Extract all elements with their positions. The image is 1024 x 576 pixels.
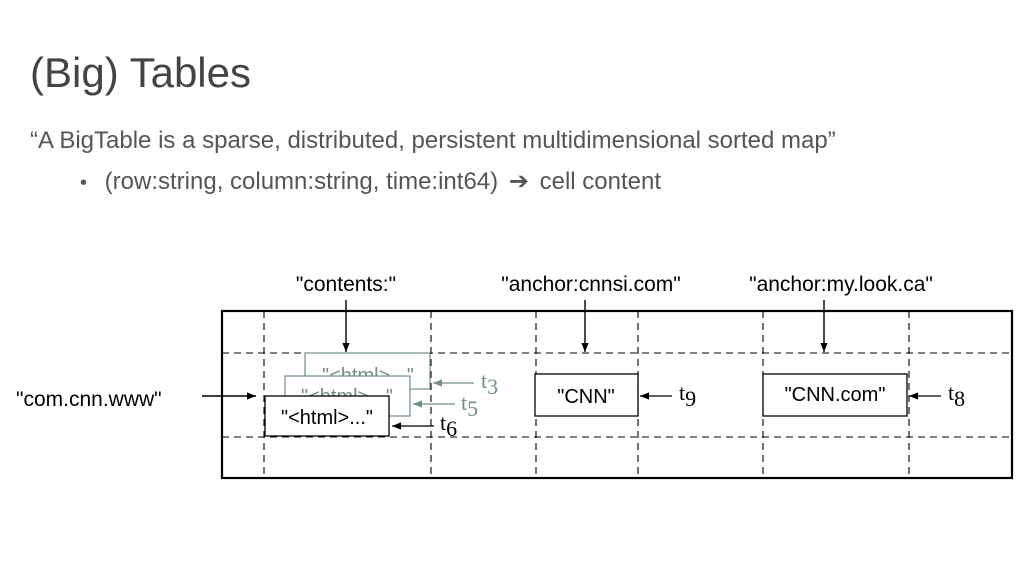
timestamp-t6: t6 (440, 410, 457, 441)
cell-version-t6 (264, 395, 390, 437)
table-frame (220, 309, 1014, 480)
timestamp-t9: t9 (679, 380, 696, 411)
cell-anchor-mylook (762, 373, 908, 417)
table-grid (222, 311, 1012, 478)
column-label-contents: "contents:" (296, 273, 396, 296)
bullet-item: • (row:string, column:string, time:int64… (80, 166, 661, 199)
row-key-label: "com.cnn.www" (16, 388, 162, 411)
timestamp-t5: t5 (461, 390, 478, 421)
cell-value-cnn-com: "CNN.com" (785, 384, 886, 406)
cell-anchor-cnnsi (534, 373, 639, 417)
timestamp-t8: t8 (948, 380, 965, 411)
bullet-marker: • (80, 172, 88, 194)
definition-quote: “A BigTable is a sparse, distributed, pe… (30, 127, 836, 154)
bullet-signature: (row:string, column:string, time:int64) (104, 168, 499, 195)
cell-value-cnn: "CNN" (557, 386, 615, 408)
cell-value-t6: "<html>..." (281, 407, 373, 429)
slide-title: (Big) Tables (30, 49, 251, 96)
bullet-result: cell content (539, 168, 661, 195)
column-label-anchor-mylook: "anchor:my.look.ca" (749, 273, 933, 296)
column-label-anchor-cnnsi: "anchor:cnnsi.com" (501, 273, 680, 296)
timestamp-t3: t3 (481, 368, 498, 399)
right-arrow-icon: ➔ (508, 168, 529, 195)
